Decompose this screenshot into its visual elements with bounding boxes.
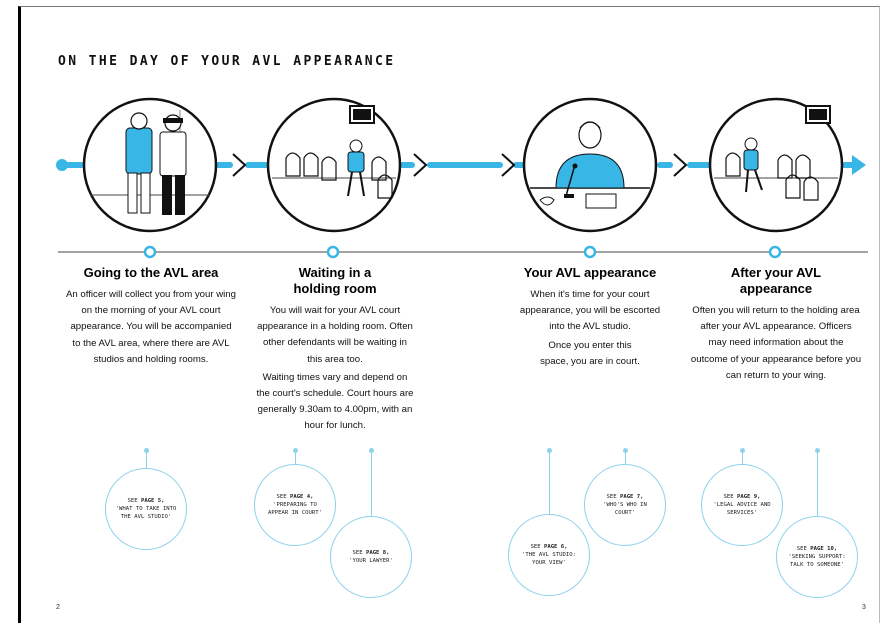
- step-paragraph: When it's time for your court appearance…: [519, 289, 661, 333]
- ref-stem: [740, 448, 745, 464]
- step-paragraph: Often you will return to the holding are…: [690, 305, 862, 381]
- step-paragraph: An officer will collect you from your wi…: [66, 289, 236, 365]
- ref-text: 'SEEKING SUPPORT: TALK TO SOMEONE': [788, 554, 846, 568]
- ref-text: 'THE AVL STUDIO: YOUR VIEW': [522, 552, 576, 566]
- page-title: ON THE DAY OF YOUR AVL APPEARANCE: [58, 54, 396, 69]
- ref-stem: [144, 448, 149, 468]
- step-title: After your AVL appearance: [730, 265, 822, 296]
- page-reference-link[interactable]: SEE PAGE 7, 'WHO'S WHO IN COURT': [584, 464, 666, 546]
- page-number-right: 3: [862, 604, 866, 611]
- page-reference-link[interactable]: SEE PAGE 10, 'SEEKING SUPPORT: TALK TO S…: [776, 516, 858, 598]
- step-paragraph: Once you enter this space, you are in co…: [540, 339, 640, 367]
- step-title: Going to the AVL area: [83, 265, 219, 280]
- flow-start-dot: [56, 159, 68, 171]
- scene-avl-studio-illustration: [522, 97, 658, 233]
- step-after-avl-appearance: After your AVL appearance Often you will…: [690, 265, 862, 386]
- scene-holding-room-illustration: [266, 97, 402, 233]
- step-paragraph: Waiting times vary and depend on the cou…: [256, 371, 414, 432]
- step-title: Your AVL appearance: [523, 265, 657, 280]
- timeline-markers: [143, 245, 782, 259]
- ref-text: 'WHO'S WHO IN COURT': [603, 502, 647, 516]
- ref-text: 'LEGAL ADVICE AND SERVICES': [713, 502, 771, 516]
- ref-text: 'WHAT TO TAKE INTO THE AVL STUDIO': [115, 506, 177, 520]
- scene-return-holding-illustration: [708, 97, 844, 233]
- ref-stem: [815, 448, 820, 516]
- page-reference-link[interactable]: SEE PAGE 9, 'LEGAL ADVICE AND SERVICES': [701, 464, 783, 546]
- step-going-to-avl-area: Going to the AVL area An officer will co…: [66, 265, 236, 370]
- chevron-icons: [232, 153, 688, 177]
- ref-stem: [369, 448, 374, 516]
- ref-stem: [293, 448, 298, 464]
- ref-text: 'YOUR LAWYER': [349, 558, 393, 564]
- step-paragraph: You will wait for your AVL court appeara…: [257, 305, 413, 365]
- page-reference-link[interactable]: SEE PAGE 8, 'YOUR LAWYER': [330, 516, 412, 598]
- scene-escort-illustration: [82, 97, 218, 233]
- step-waiting-holding-room: Waiting in a holding room You will wait …: [256, 265, 414, 437]
- ref-stem: [623, 448, 628, 464]
- step-your-avl-appearance: Your AVL appearance When it's time for y…: [505, 265, 675, 372]
- page-reference-link[interactable]: SEE PAGE 4, 'PREPARING TO APPEAR IN COUR…: [254, 464, 336, 546]
- page-reference-link[interactable]: SEE PAGE 5, 'WHAT TO TAKE INTO THE AVL S…: [105, 468, 187, 550]
- ref-stem: [547, 448, 552, 514]
- page-reference-link[interactable]: SEE PAGE 6, 'THE AVL STUDIO: YOUR VIEW': [508, 514, 590, 596]
- step-title: Waiting in a holding room: [293, 265, 377, 296]
- page-frame: [18, 6, 880, 623]
- ref-text: 'PREPARING TO APPEAR IN COURT': [268, 502, 322, 516]
- page-number-left: 2: [56, 604, 60, 611]
- flow-arrow-head: [852, 155, 866, 175]
